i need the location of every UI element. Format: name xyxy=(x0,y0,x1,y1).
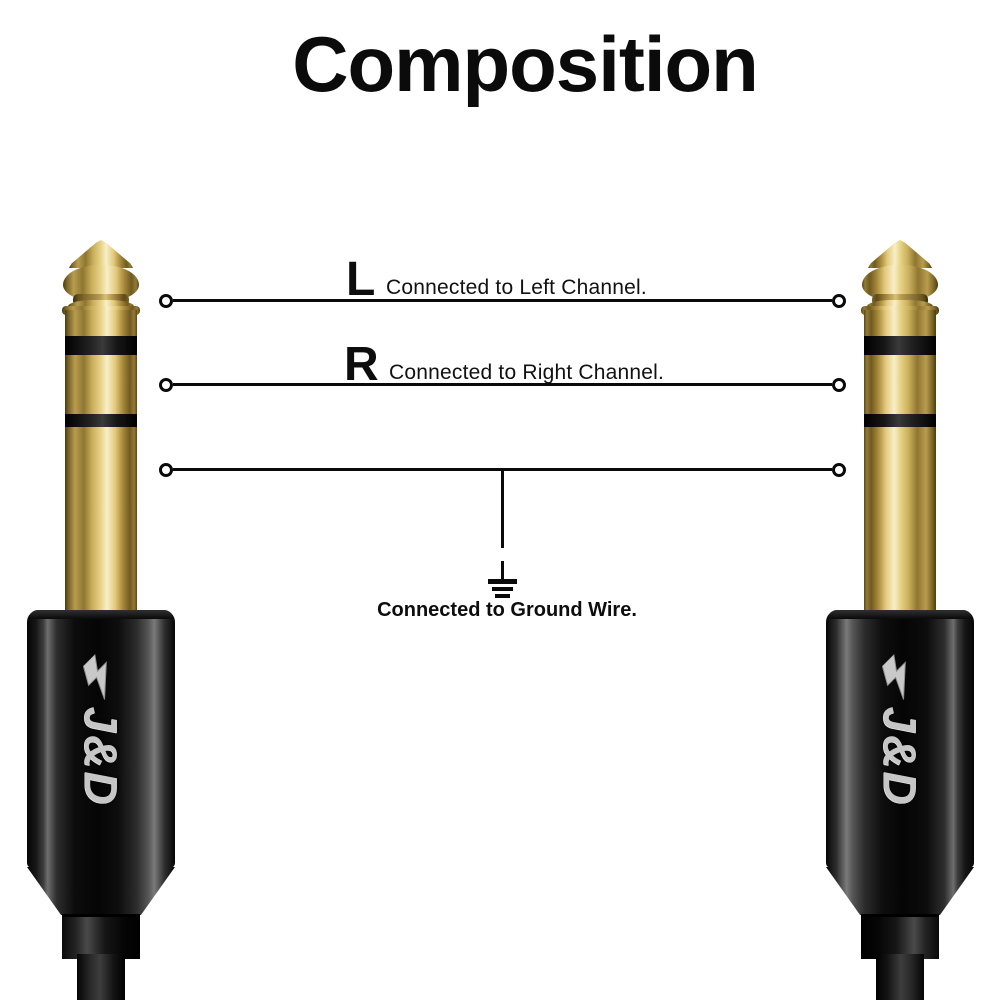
plug-housing-barrel xyxy=(27,610,175,868)
plug-strain-relief xyxy=(62,914,140,959)
ground-symbol-bar-mid xyxy=(492,587,513,591)
connection-node-sleeve-left xyxy=(159,463,173,477)
connection-node-sleeve-right xyxy=(832,463,846,477)
brand-text: J&D xyxy=(874,706,926,808)
connection-node-tip-left xyxy=(159,294,173,308)
plug-metal-body xyxy=(826,240,974,1000)
tip-insulator-ring xyxy=(864,336,936,355)
plug-housing-lip xyxy=(828,610,972,619)
plug-strain-relief xyxy=(861,914,939,959)
plug-metal-body xyxy=(27,240,175,1000)
plug-housing-lip xyxy=(29,610,173,619)
ground-drop-line xyxy=(501,471,504,548)
right-channel-line xyxy=(173,383,832,386)
ground-symbol-bar-long xyxy=(488,579,517,584)
plug-housing-taper xyxy=(27,867,175,915)
plug-housing-taper xyxy=(826,867,974,915)
ring-insulator-ring xyxy=(65,414,137,427)
left-channel-line xyxy=(173,299,832,302)
brand-logo: J&D xyxy=(74,653,128,808)
left-channel-description: Connected to Left Channel. xyxy=(386,276,647,299)
plug-shaft xyxy=(65,310,137,610)
plug-tip-cone xyxy=(69,240,133,268)
cable xyxy=(876,954,924,1000)
connection-node-ring-right xyxy=(832,378,846,392)
plug-tip-cone xyxy=(868,240,932,268)
lightning-bolt-icon xyxy=(82,653,107,700)
cable xyxy=(77,954,125,1000)
page-title: Composition xyxy=(292,20,759,108)
ground-description: Connected to Ground Wire. xyxy=(377,599,637,621)
right-channel-label: R xyxy=(344,338,379,391)
right-channel-description: Connected to Right Channel. xyxy=(389,361,665,384)
lightning-bolt-icon xyxy=(881,653,906,700)
connection-node-tip-right xyxy=(832,294,846,308)
connection-node-ring-left xyxy=(159,378,173,392)
ground-symbol-stem xyxy=(501,561,504,579)
left-channel-label: L xyxy=(346,253,376,306)
ground-line xyxy=(173,468,832,471)
ring-insulator-ring xyxy=(864,414,936,427)
ground-symbol-bar-short xyxy=(495,594,510,598)
brand-logo: J&D xyxy=(873,653,927,808)
tip-insulator-ring xyxy=(65,336,137,355)
brand-text: J&D xyxy=(75,706,127,808)
trs-plug-left: J&D xyxy=(27,240,175,1000)
trs-plug-right: J&D xyxy=(826,240,974,1000)
plug-shaft xyxy=(864,310,936,610)
